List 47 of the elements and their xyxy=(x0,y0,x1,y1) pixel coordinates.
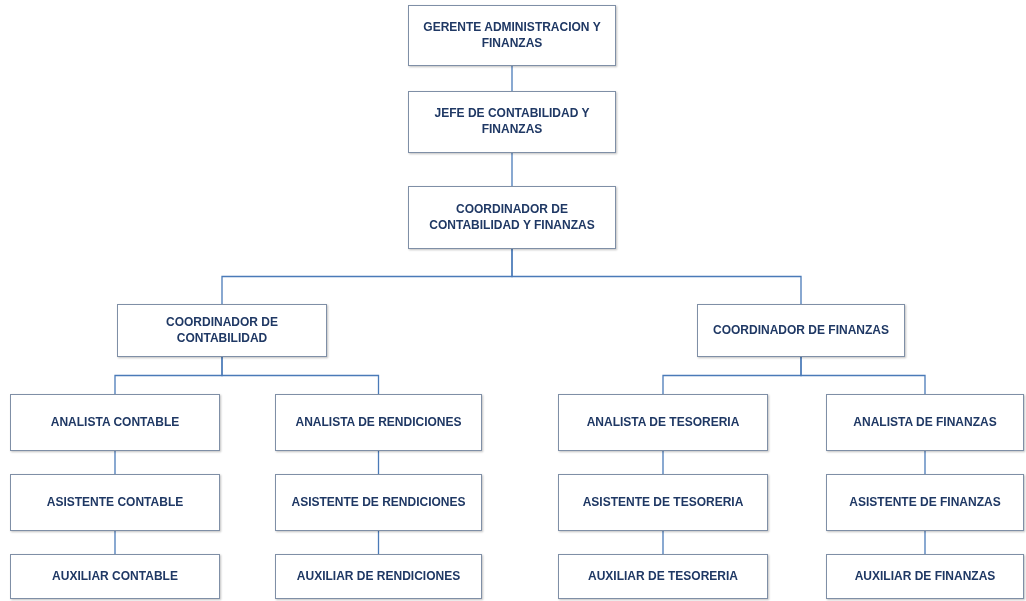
position-box xyxy=(826,394,1024,451)
connector-line xyxy=(377,530,380,555)
position-title: ANALISTA DE FINANZAS xyxy=(853,414,997,431)
position-title: COORDINADOR DE CONTABILIDAD xyxy=(165,314,279,347)
position-box xyxy=(826,554,1024,599)
position-box xyxy=(10,394,220,451)
connector-line xyxy=(924,530,926,555)
position-box xyxy=(558,394,768,451)
connector-line xyxy=(114,450,116,475)
position-title: AUXILIAR DE RENDICIONES xyxy=(296,568,461,585)
position-title: AUXILIAR DE TESORERIA xyxy=(588,568,738,585)
position-box xyxy=(10,474,220,531)
position-box xyxy=(558,474,768,531)
position-title: AUXILIAR CONTABLE xyxy=(52,568,178,585)
position-title: ANALISTA CONTABLE xyxy=(50,414,180,431)
position-box xyxy=(275,554,482,599)
position-box xyxy=(275,394,482,451)
position-box xyxy=(10,554,220,599)
connector-line xyxy=(511,65,513,92)
connector-line xyxy=(114,530,116,555)
connector-line xyxy=(511,152,513,187)
position-title: JEFE DE CONTABILIDAD Y FINANZAS xyxy=(433,106,591,138)
position-title: ASISTENTE DE FINANZAS xyxy=(849,494,1001,511)
position-title: ANALISTA DE TESORERIA xyxy=(586,414,740,431)
connector-line xyxy=(662,530,664,555)
position-box xyxy=(408,186,616,249)
connector-line xyxy=(221,356,380,395)
position-box xyxy=(826,474,1024,531)
connector-line xyxy=(924,450,926,475)
connector-line xyxy=(662,450,664,475)
position-title: COORDINADOR DE FINANZAS xyxy=(713,322,889,339)
position-box xyxy=(408,5,616,66)
position-box xyxy=(408,91,616,153)
position-box xyxy=(697,304,905,357)
position-title: GERENTE ADMINISTRACION Y FINANZAS xyxy=(422,19,602,52)
connector-line xyxy=(377,450,380,475)
position-box xyxy=(117,304,327,357)
position-title: ANALISTA DE RENDICIONES xyxy=(295,414,462,431)
position-title: ASISTENTE CONTABLE xyxy=(46,494,184,511)
connector-line xyxy=(511,248,802,305)
position-title: ASISTENTE DE TESORERIA xyxy=(582,494,744,511)
connector-line xyxy=(800,356,926,395)
position-title: ASISTENTE DE RENDICIONES xyxy=(291,494,466,511)
position-box xyxy=(275,474,482,531)
position-title: COORDINADOR DE CONTABILIDAD Y FINANZAS xyxy=(428,201,596,234)
position-title: AUXILIAR DE FINANZAS xyxy=(854,568,996,585)
position-box xyxy=(558,554,768,599)
